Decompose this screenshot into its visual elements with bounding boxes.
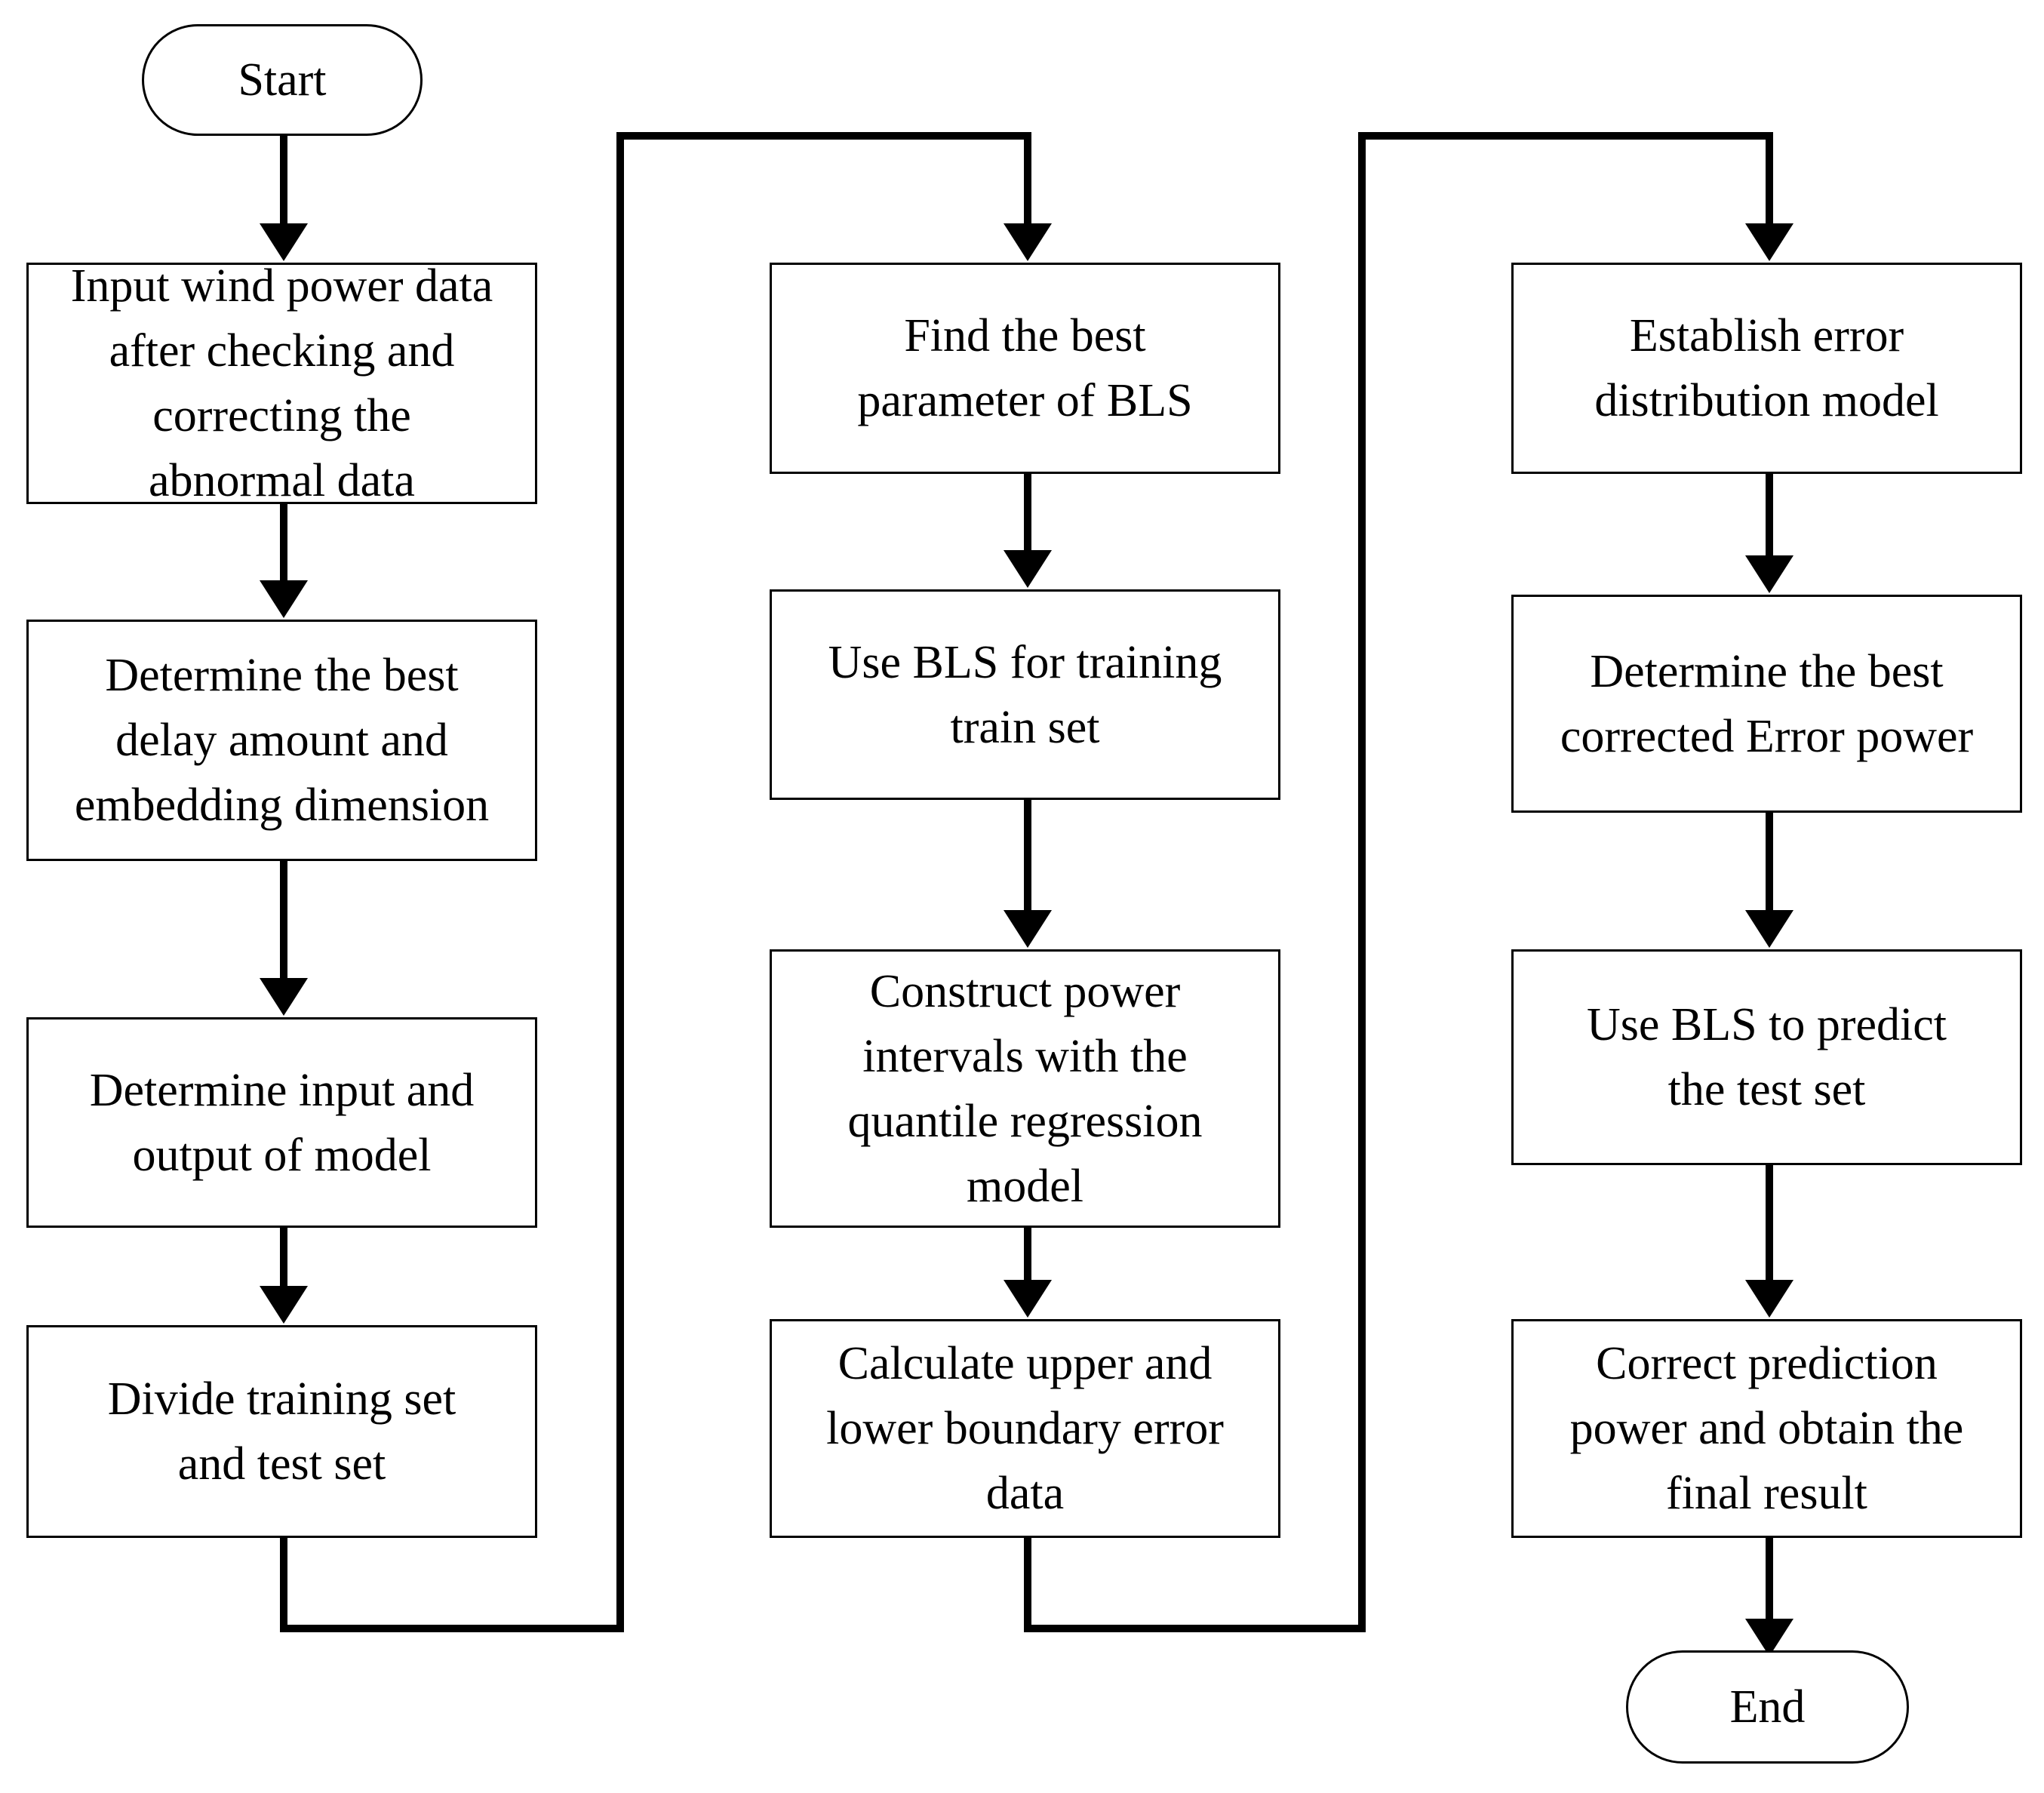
boundary-error-box: Calculate upper and lower boundary error… xyxy=(770,1319,1280,1538)
power-intervals-box: Construct power intervals with the quant… xyxy=(770,949,1280,1228)
input-output-label: Determine input and output of model xyxy=(89,1064,475,1181)
corrected-error-label: Determine the best corrected Error power xyxy=(1560,645,1974,762)
input-output-box: Determine input and output of model xyxy=(26,1017,537,1228)
arrowhead-input xyxy=(260,223,308,261)
delay-embedding-label: Determine the best delay amount and embe… xyxy=(74,650,490,831)
boundary-error-label: Calculate upper and lower boundary error… xyxy=(826,1338,1224,1519)
bls-training-box: Use BLS for training train set xyxy=(770,589,1280,800)
arrowhead-parameter xyxy=(1004,223,1052,261)
final-result-label: Correct prediction power and obtain the … xyxy=(1569,1338,1964,1519)
connector-boundary-to-error-model xyxy=(1024,132,1773,1632)
final-result-box: Correct prediction power and obtain the … xyxy=(1511,1319,2022,1538)
arrowhead-intervals xyxy=(1004,910,1052,948)
arrowhead-final xyxy=(1745,1280,1793,1318)
predict-test-set-label: Use BLS to predict the test set xyxy=(1587,999,1947,1115)
arrowhead-divide xyxy=(260,1286,308,1324)
error-distribution-box: Establish error distribution model xyxy=(1511,263,2022,474)
bls-training-label: Use BLS for training train set xyxy=(828,636,1222,753)
best-parameter-box: Find the best parameter of BLS xyxy=(770,263,1280,474)
arrowhead-end xyxy=(1745,1619,1793,1656)
input-wind-power-data-box: Input wind power data after checking and… xyxy=(26,260,537,506)
arrowhead-delay xyxy=(260,580,308,618)
arrowhead-error-model xyxy=(1745,223,1793,261)
arrowhead-corrected xyxy=(1745,555,1793,593)
end-label: End xyxy=(1729,1681,1806,1733)
delay-embedding-box: Determine the best delay amount and embe… xyxy=(26,620,537,861)
arrowhead-boundary xyxy=(1004,1280,1052,1318)
connector-divide-to-parameter xyxy=(280,132,1031,1632)
arrowhead-predict xyxy=(1745,910,1793,948)
power-intervals-label: Construct power intervals with the quant… xyxy=(847,965,1203,1212)
divide-sets-label: Divide training set and test set xyxy=(107,1373,456,1490)
best-parameter-label: Find the best parameter of BLS xyxy=(857,310,1193,426)
end-terminal: End xyxy=(1626,1650,1909,1764)
arrowhead-io xyxy=(260,978,308,1016)
start-terminal: Start xyxy=(142,24,423,136)
input-wind-power-data-label: Input wind power data after checking and… xyxy=(70,260,493,506)
error-distribution-label: Establish error distribution model xyxy=(1594,310,1939,426)
divide-sets-box: Divide training set and test set xyxy=(26,1325,537,1538)
arrowhead-training xyxy=(1004,550,1052,588)
corrected-error-box: Determine the best corrected Error power xyxy=(1511,595,2022,813)
predict-test-set-box: Use BLS to predict the test set xyxy=(1511,949,2022,1165)
start-label: Start xyxy=(238,54,327,106)
